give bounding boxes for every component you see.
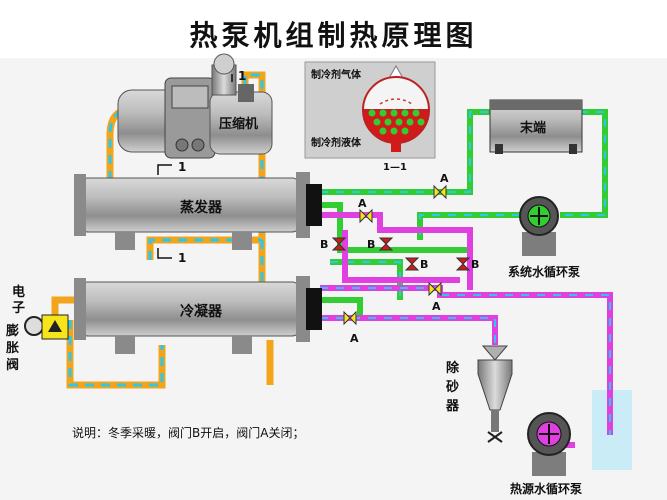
valve-b3-label: B — [420, 258, 428, 271]
operation-note: 说明：冬季采暖，阀门B开启，阀门A关闭； — [72, 425, 304, 440]
heat-source-pump-label: 热源水循环泵 — [510, 481, 582, 496]
expansion-valve-char-3: 膨 — [5, 323, 19, 339]
expansion-valve-char-2: 子 — [12, 301, 25, 316]
refrigerant-bubbles — [368, 109, 425, 135]
refrigerant-liquid-label: 制冷剂液体 — [311, 136, 362, 149]
refrigerant-inset — [304, 61, 436, 159]
valve-a1-label: A — [440, 172, 449, 185]
compressor-label: 压缩机 — [219, 116, 258, 132]
valve-b4-label: B — [471, 258, 479, 271]
refrigerant-gas-label: 制冷剂气体 — [311, 68, 362, 81]
diagram-title: 热泵机组制热原理图 — [189, 19, 478, 52]
expansion-valve-char-4: 胀 — [6, 341, 19, 356]
terminal-unit — [489, 99, 583, 154]
valve-b2-label: B — [367, 238, 375, 251]
system-pump — [519, 196, 559, 256]
valve-a4-label: A — [350, 332, 359, 345]
desander-char-3: 器 — [445, 399, 460, 414]
system-pump-label: 系统水循环泵 — [508, 264, 580, 279]
section-marker-label: 1—1 — [383, 162, 407, 173]
compressor: 压缩机 — [117, 53, 273, 159]
valve-b1-label: B — [320, 238, 328, 251]
desander — [477, 345, 513, 443]
expansion-valve-char-5: 阀 — [6, 357, 19, 373]
evaporator: 蒸发器 — [74, 172, 322, 250]
evaporator-label: 蒸发器 — [180, 199, 223, 216]
desander-char-2: 砂 — [445, 379, 459, 395]
valve-a2-label: A — [358, 197, 367, 210]
expansion-valve — [24, 314, 69, 340]
valve-a-group — [343, 184, 447, 326]
desander-char-1: 除 — [446, 360, 460, 376]
heat-source-pump — [527, 412, 571, 476]
section-1b-label: 1 — [178, 251, 186, 265]
condenser-label: 冷凝器 — [180, 303, 223, 320]
condenser: 冷凝器 — [74, 276, 322, 354]
valve-a3-label: A — [432, 300, 441, 313]
section-marks — [157, 74, 233, 259]
section-1c-label: 1 — [238, 69, 246, 83]
valve-b-group — [331, 237, 471, 271]
expansion-valve-char-1: 电 — [12, 284, 25, 300]
terminal-label: 末端 — [519, 120, 546, 136]
section-1a-label: 1 — [178, 160, 186, 174]
